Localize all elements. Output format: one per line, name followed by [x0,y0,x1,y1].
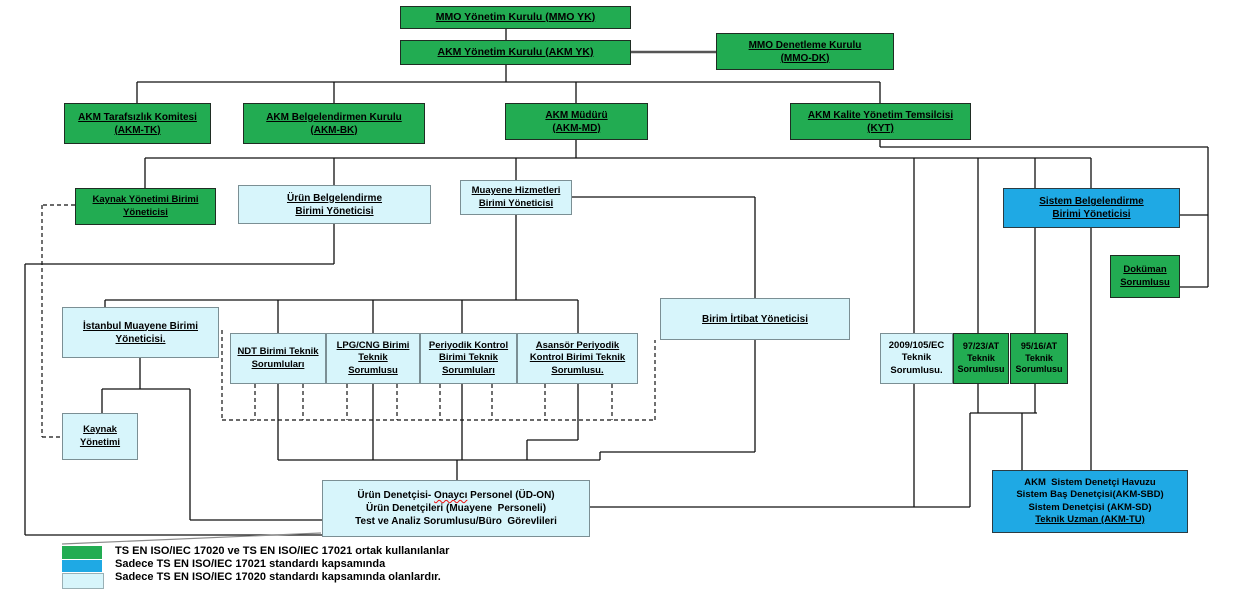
org-node-akm-tarafsizlik-komitesi: AKM Tarafsızlık Komitesi (AKM-TK) [64,103,211,144]
node-label: NDT Birimi Teknik [237,346,319,358]
node-label: LPG/CNG Birimi [336,339,410,351]
legend-swatch-green [62,546,102,559]
node-label: 95/16/AT [1020,340,1058,351]
node-label: Periyodik Kontrol [428,339,509,351]
node-label: Birimi Yöneticisi [478,197,554,209]
node-label: Yöneticisi [123,206,168,218]
node-label: Sorumlusu [348,364,398,376]
node-label: Teknik [358,352,388,364]
node-label: Sorumlusu [1015,364,1063,375]
node-label: Ürün Denetçileri (Muayene Personeli) [365,503,547,514]
org-node-asansor-periyodik-kontrol-birimi-teknik-sorumlusu: Asansör Periyodik Kontrol Birimi Teknik … [517,333,638,384]
node-label: AKM Tarafsızlık Komitesi [78,111,197,123]
node-label: Teknik [1025,352,1053,363]
node-label: AKM Müdürü [545,109,608,121]
org-node-periyodik-kontrol-birimi-teknik-sorumlulari: Periyodik Kontrol Birimi Teknik Sorumlul… [420,333,517,384]
node-label: AKM Yönetim Kurulu (AKM YK) [437,45,594,58]
node-label: Doküman [1123,264,1167,276]
org-node-95-16-at-teknik-sorumlusu: 95/16/AT Teknik Sorumlusu [1010,333,1068,384]
legend-label-green: TS EN ISO/IEC 17020 ve TS EN ISO/IEC 170… [115,545,450,557]
org-node-birim-irtibat-yoneticisi: Birim İrtibat Yöneticisi [660,298,850,340]
node-label: Birimi Teknik [439,352,498,364]
node-label: Sorumlusu. [551,364,604,376]
node-label: Asansör Periyodik [535,339,620,351]
node-label: (MMO-DK) [780,52,830,64]
node-label: Sorumlusu [1120,276,1170,288]
org-node-urun-denetcisi-personel: Ürün Denetçisi- Onaycı Personel (ÜD-ON) … [322,480,590,537]
org-node-akm-sistem-denetci-havuzu: AKM Sistem Denetçi Havuzu Sistem Baş Den… [992,470,1188,533]
node-label: AKM Sistem Denetçi Havuzu [1024,476,1156,488]
node-label: Sistem Baş Denetçisi(AKM-SBD) [1016,489,1164,501]
node-label: Birim İrtibat Yöneticisi [702,313,808,325]
org-node-urun-belgelendirme-birimi-yoneticisi: Ürün Belgelendirme Birimi Yöneticisi [238,185,431,224]
legend-label-blue: Sadece TS EN ISO/IEC 17021 standardı kap… [115,558,386,570]
org-node-kaynak-yonetimi: Kaynak Yönetimi [62,413,138,460]
node-label: 97/23/AT [962,340,1000,351]
node-label: Sorumluları [442,364,495,376]
node-label: (AKM-MD) [552,122,601,134]
node-label: Sorumluları [251,358,305,370]
org-node-mmo-yonetim-kurulu: MMO Yönetim Kurulu (MMO YK) [400,6,631,29]
node-label: Yönetimi [79,436,121,448]
node-label: AKM Belgelendirmen Kurulu [266,111,402,123]
org-node-sistem-belgelendirme-birimi-yoneticisi: Sistem Belgelendirme Birimi Yöneticisi [1003,188,1180,228]
node-label: MMO Yönetim Kurulu (MMO YK) [435,10,596,23]
org-node-dokuman-sorumlusu: Doküman Sorumlusu [1110,255,1180,298]
org-node-akm-muduru: AKM Müdürü (AKM-MD) [505,103,648,140]
node-label: Yöneticisi. [115,333,166,345]
connector-solid [24,28,1209,536]
node-label: Sistem Belgelendirme [1039,196,1144,207]
node-label: Ürün Belgelendirme [286,192,383,204]
misspelled-word: Onaycı [434,490,468,501]
legend-swatch-cyan [62,573,104,589]
node-label: Sorumlusu [957,364,1005,375]
node-label: Muayene Hizmetleri [471,185,561,197]
node-label: Teknik Uzman (AKM-TU) [1035,513,1145,525]
node-label: (AKM-BK) [310,124,358,136]
org-node-muayene-hizmetleri-birimi-yoneticisi: Muayene Hizmetleri Birimi Yöneticisi [460,180,572,215]
node-label: Ürün Denetçisi- Onaycı Personel (ÜD-ON) [357,490,555,501]
org-node-istanbul-muayene-birimi-yoneticisi: İstanbul Muayene Birimi Yöneticisi. [62,307,219,358]
node-label: Teknik [967,352,995,363]
node-label: 2009/105/EC [888,339,945,351]
node-label: (KYT) [867,122,894,134]
node-label: AKM Kalite Yönetim Temsilcisi [807,109,954,121]
node-label: İstanbul Muayene Birimi [82,320,199,332]
org-node-kaynak-yonetimi-birimi-yoneticisi: Kaynak Yönetimi Birimi Yöneticisi [75,188,216,225]
org-node-lpg-cng-birimi-teknik-sorumlusu: LPG/CNG Birimi Teknik Sorumlusu [326,333,420,384]
org-node-97-23-at-teknik-sorumlusu: 97/23/AT Teknik Sorumlusu [953,333,1009,384]
legend-label-cyan: Sadece TS EN ISO/IEC 17020 standardı kap… [115,571,441,583]
org-node-2009-105-ec-teknik-sorumlusu: 2009/105/EC Teknik Sorumlusu. [880,333,953,384]
node-label: Test ve Analiz Sorumlusu/Büro Görevliler… [355,516,557,527]
node-label: Sistem Denetçisi (AKM-SD) [1028,501,1152,513]
node-label: Kaynak Yönetimi Birimi [92,194,199,206]
node-label: (AKM-TK) [114,124,161,136]
node-label: MMO Denetleme Kurulu [748,39,862,51]
node-label: Teknik [901,352,932,364]
org-node-akm-yonetim-kurulu: AKM Yönetim Kurulu (AKM YK) [400,40,631,65]
connector-shadow [61,532,322,545]
org-node-mmo-denetleme-kurulu: MMO Denetleme Kurulu (MMO-DK) [716,33,894,70]
node-label: Kontrol Birimi Teknik [529,352,626,364]
node-label: Sorumlusu. [890,364,943,376]
org-node-akm-belgelendirme-kurulu: AKM Belgelendirmen Kurulu (AKM-BK) [243,103,425,144]
node-label: Kaynak [83,424,117,436]
node-label: Birimi Yöneticisi [1052,209,1131,220]
node-label: Birimi Yöneticisi [295,205,374,217]
connector-dashed [41,204,656,438]
org-node-akm-kalite-yonetim-temsilcisi: AKM Kalite Yönetim Temsilcisi (KYT) [790,103,971,140]
legend-swatch-blue [62,560,102,572]
org-node-ndt-birimi-teknik-sorumlulari: NDT Birimi Teknik Sorumluları [230,333,326,384]
